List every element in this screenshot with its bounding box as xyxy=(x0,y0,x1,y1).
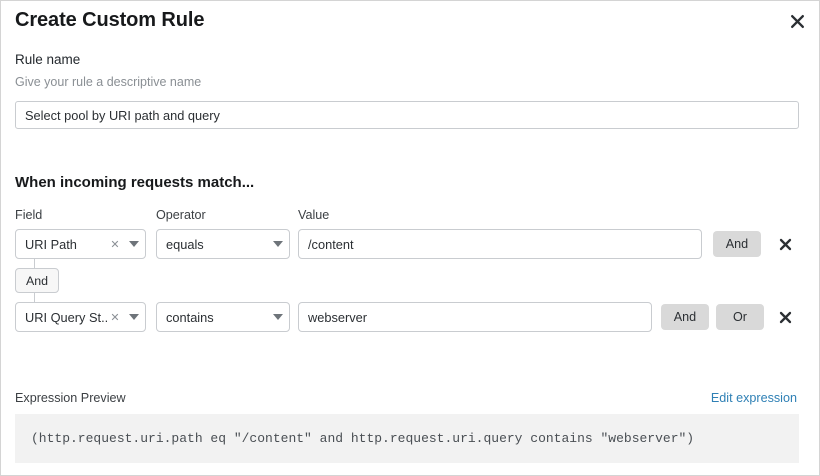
and-button[interactable]: And xyxy=(713,231,761,257)
expression-preview-label: Expression Preview xyxy=(15,391,126,405)
value-input[interactable] xyxy=(298,302,652,332)
expression-preview-box: (http.request.uri.path eq "/content" and… xyxy=(15,414,799,463)
condition-row: URI Path ✕ equals And xyxy=(1,229,820,259)
column-header-field: Field xyxy=(15,208,43,222)
connector-line-bottom xyxy=(34,292,35,302)
field-select-value: URI Query St... xyxy=(25,309,107,325)
operator-select[interactable]: equals xyxy=(156,229,290,259)
rule-name-input[interactable] xyxy=(15,101,799,129)
value-input[interactable] xyxy=(298,229,702,259)
operator-select[interactable]: contains xyxy=(156,302,290,332)
clear-icon[interactable]: ✕ xyxy=(110,311,120,324)
rule-name-label: Rule name xyxy=(15,52,81,67)
chevron-down-icon[interactable] xyxy=(123,241,145,247)
rule-name-help-text: Give your rule a descriptive name xyxy=(15,75,202,89)
column-header-operator: Operator xyxy=(156,208,206,222)
connector-line-top xyxy=(34,259,35,269)
chevron-down-icon[interactable] xyxy=(123,314,145,320)
column-header-value: Value xyxy=(298,208,330,222)
group-connector-and[interactable]: And xyxy=(15,268,60,293)
expression-code: (http.request.uri.path eq "/content" and… xyxy=(31,431,695,446)
or-button[interactable]: Or xyxy=(716,304,764,330)
chevron-down-icon[interactable] xyxy=(267,241,289,247)
field-select[interactable]: URI Query St... ✕ xyxy=(15,302,146,332)
clear-icon[interactable]: ✕ xyxy=(110,238,120,251)
operator-select-value: equals xyxy=(166,236,204,252)
close-icon[interactable] xyxy=(783,7,811,35)
delete-condition-icon[interactable] xyxy=(772,231,798,257)
condition-row: URI Query St... ✕ contains And Or xyxy=(1,302,820,332)
field-select-value: URI Path xyxy=(25,236,77,252)
conditions-heading: When incoming requests match... xyxy=(15,174,255,191)
delete-condition-icon[interactable] xyxy=(772,304,798,330)
chevron-down-icon[interactable] xyxy=(267,314,289,320)
edit-expression-link[interactable]: Edit expression xyxy=(710,391,797,405)
and-button[interactable]: And xyxy=(661,304,709,330)
operator-select-value: contains xyxy=(166,309,214,325)
dialog-title: Create Custom Rule xyxy=(15,9,205,31)
field-select[interactable]: URI Path ✕ xyxy=(15,229,146,259)
